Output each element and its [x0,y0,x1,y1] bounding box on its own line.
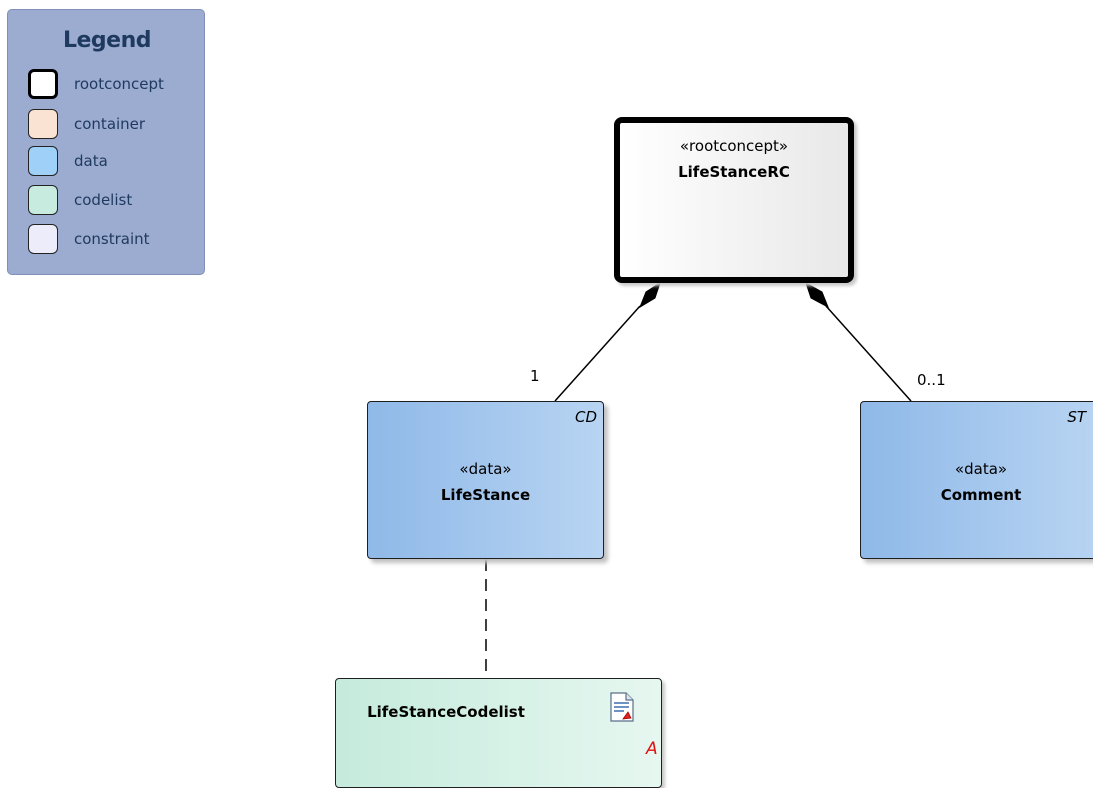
legend-item-rootconcept: rootconcept [28,69,203,101]
legend-item-container: container [28,109,203,141]
composition-line-comment[interactable] [825,305,912,402]
legend-title: Legend [62,28,152,53]
node-lifestancerc[interactable]: «rootconcept» LifeStanceRC [614,117,854,283]
node-comment[interactable]: ST «data» Comment [860,401,1093,559]
multiplicity-comment: 0..1 [917,371,946,389]
multiplicity-lifestance: 1 [530,367,540,385]
node-name: LifeStance [440,486,531,504]
legend-swatch-container [28,109,58,139]
legend-item-constraint: constraint [28,224,203,256]
legend-item-codelist: codelist [28,185,203,217]
node-name: LifeStanceCodelist [367,703,525,721]
legend-label: constraint [74,230,150,248]
legend-swatch-constraint [28,224,58,254]
node-stereotype: «data» [954,460,1008,478]
node-lifestancecodelist[interactable]: LifeStanceCodelist A [335,678,662,788]
node-stereotype: «rootconcept» [679,137,789,155]
composition-diamond-lifestance [638,281,661,309]
legend-label: rootconcept [74,75,164,93]
node-name: LifeStanceRC [678,163,790,181]
node-name: Comment [940,486,1022,504]
node-type-tag: ST [1067,408,1086,426]
legend-swatch-codelist [28,185,58,215]
legend-panel: Legend rootconcept container data codeli… [7,9,205,275]
composition-line-lifestance[interactable] [554,305,641,402]
abstract-marker: A [646,739,658,759]
legend-label: codelist [74,191,133,209]
composition-diamond-comment [805,281,829,309]
node-lifestance[interactable]: CD «data» LifeStance [367,401,604,559]
node-type-tag: CD [574,408,597,426]
legend-swatch-data [28,146,58,176]
node-stereotype: «data» [459,460,512,478]
legend-label: data [74,152,108,170]
legend-swatch-rootconcept [28,69,58,99]
document-icon [610,692,634,722]
legend-item-data: data [28,146,203,178]
legend-label: container [74,115,146,133]
